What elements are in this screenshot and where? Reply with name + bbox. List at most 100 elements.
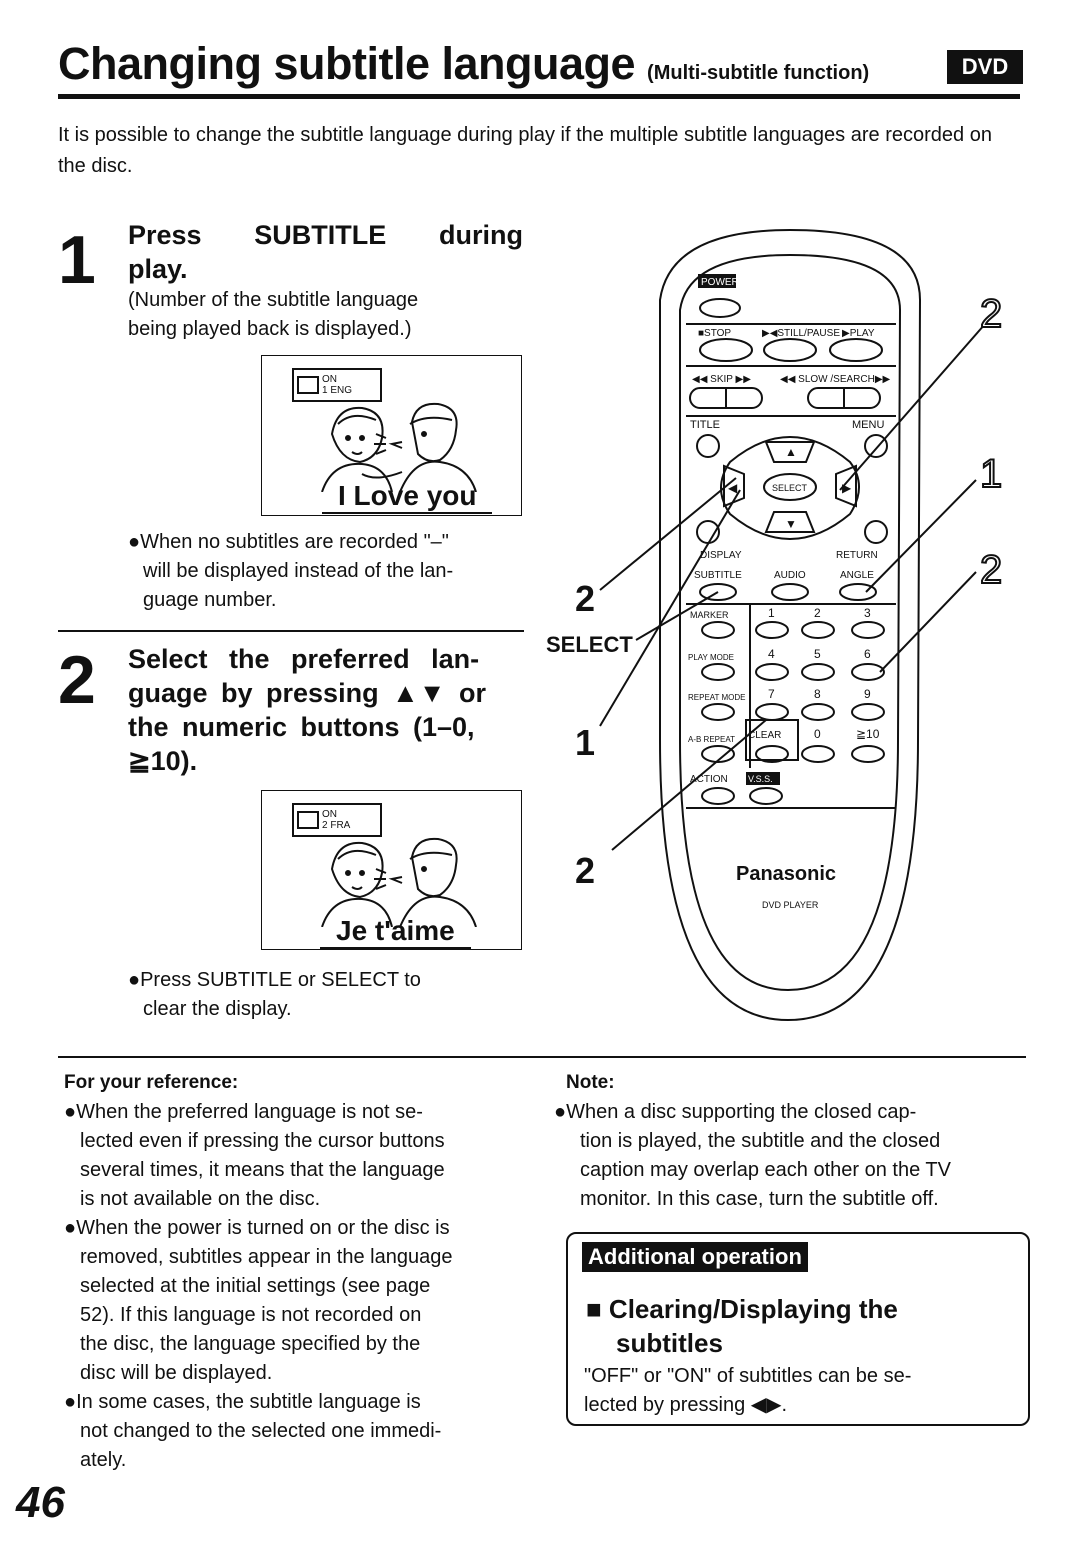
step1-bullet-line3: guage number. — [143, 589, 277, 611]
play-mode-label: PLAY MODE — [688, 653, 734, 662]
up-arrow-icon: ▲ — [785, 445, 797, 459]
step2-heading-line4: ≧10). — [128, 746, 198, 776]
couple-illustration-1 — [321, 402, 477, 492]
step2-heading-line2: guage by pressing ▲▼ or — [128, 678, 487, 708]
clear-label: CLEAR — [748, 730, 781, 741]
couple-illustration-2 — [321, 837, 477, 927]
remote-control-illustration: POWER ■STOP ▶◀STILL/PAUSE ▶PLAY ◀◀ SKIP … — [599, 228, 993, 1022]
reference-list: ●When the preferred language is not se- … — [64, 1098, 534, 1475]
right-arrow-icon: ▶ — [842, 481, 852, 495]
step1-bullet-line2: will be displayed instead of the lan- — [143, 560, 454, 582]
subtitle-caption-1: I Love you — [322, 480, 493, 514]
osd-on-2: ON — [322, 809, 337, 820]
osd-indicator-1: ON 1 ENG — [292, 368, 382, 402]
audio-label: AUDIO — [774, 570, 806, 581]
skip-label: ◀◀ SKIP ▶▶ — [692, 374, 751, 385]
slow-search-label: ◀◀ SLOW /SEARCH▶▶ — [780, 374, 891, 385]
key-0: 0 — [814, 727, 821, 741]
step2-number: 2 — [58, 642, 96, 718]
display-label: DISPLAY — [700, 550, 742, 561]
additional-operation-box — [566, 1232, 1030, 1426]
header-rule — [58, 94, 1020, 99]
bottom-divider — [58, 1056, 1026, 1058]
callout-1-right: 1 — [979, 451, 1003, 497]
power-label: POWER — [701, 277, 739, 288]
left-arrow-icon: ◀ — [728, 481, 738, 495]
action-label: ACTION — [690, 774, 728, 785]
subtitle-icon — [297, 811, 319, 829]
key-8: 8 — [814, 687, 821, 701]
key-10: ≧10 — [856, 727, 880, 741]
osd-indicator-2: ON 2 FRA — [292, 803, 382, 837]
reference-item-1: ●When the preferred language is not se- … — [64, 1101, 445, 1210]
marker-label: MARKER — [690, 610, 729, 620]
page-number: 46 — [16, 1478, 65, 1527]
callout-2-nav: 2 — [575, 578, 596, 619]
note-text: ●When a disc supporting the closed cap- … — [554, 1101, 951, 1210]
return-label: RETURN — [836, 550, 878, 561]
additional-operation-tag: Additional operation — [582, 1242, 808, 1272]
step1-note-line2: being played back is displayed.) — [128, 318, 412, 340]
callout-2-right: 2 — [979, 547, 1003, 593]
brand-logo: Panasonic — [736, 863, 836, 885]
additional-body: "OFF" or "ON" of subtitles can be se- le… — [584, 1365, 912, 1416]
step1-bullet-line1: ●When no subtitles are recorded "–" — [128, 531, 449, 553]
step2-bullet: ●Press SUBTITLE or SELECT to clear the d… — [128, 966, 528, 1024]
play-label: ▶PLAY — [842, 328, 875, 339]
subtitle-icon — [297, 376, 319, 394]
title-subtitle: (Multi-subtitle function) — [647, 62, 870, 84]
model-label: DVD PLAYER — [762, 900, 819, 910]
step1-heading: Press SUBTITLE during play. — [128, 218, 523, 286]
still-pause-label: ▶◀STILL/PAUSE — [762, 328, 840, 339]
step2-heading-line3: the numeric buttons (1–0, — [128, 712, 475, 742]
key-6: 6 — [864, 647, 871, 661]
subtitle-caption-2: Je t'aime — [320, 915, 471, 949]
menu-label: MENU — [852, 419, 884, 431]
key-5: 5 — [814, 647, 821, 661]
down-arrow-icon: ▼ — [785, 517, 797, 531]
key-7: 7 — [768, 687, 775, 701]
title-label: TITLE — [690, 419, 720, 431]
stop-label: ■STOP — [698, 328, 731, 339]
step2-bullet-line2: clear the display. — [143, 998, 292, 1020]
dvd-badge: DVD — [947, 50, 1023, 84]
select-button-label: SELECT — [772, 483, 808, 493]
additional-heading: ■ Clearing/Displaying the subtitles — [586, 1294, 898, 1358]
step1-number: 1 — [58, 222, 96, 298]
title-text: Changing subtitle language — [58, 38, 636, 89]
step1-note: (Number of the subtitle language being p… — [128, 286, 523, 344]
step2-bullet-line1: ●Press SUBTITLE or SELECT to — [128, 969, 421, 991]
key-1: 1 — [768, 606, 775, 620]
callout-1-left: 1 — [575, 722, 596, 763]
page-title: Changing subtitle language (Multi-subtit… — [58, 38, 869, 90]
step1-heading-line1-a: Press — [128, 220, 202, 250]
step1-note-line1: (Number of the subtitle language — [128, 289, 419, 311]
ab-repeat-label: A-B REPEAT — [688, 735, 735, 744]
vss-label: V.S.S. — [748, 774, 773, 784]
step-divider — [58, 630, 524, 632]
reference-item-3: ●In some cases, the subtitle language is… — [64, 1391, 442, 1471]
step2-heading-line1: Select the preferred lan- — [128, 644, 480, 674]
tv-screen-1: ON 1 ENG I Love you — [261, 355, 522, 516]
key-4: 4 — [768, 647, 775, 661]
step1-heading-line2: play. — [128, 254, 188, 284]
osd-lang-1: 1 ENG — [322, 385, 353, 396]
reference-item-2: ●When the power is turned on or the disc… — [64, 1217, 453, 1384]
note-heading: Note: — [566, 1072, 615, 1093]
key-9: 9 — [864, 687, 871, 701]
step1-bullet: ●When no subtitles are recorded "–" will… — [128, 528, 528, 615]
subtitle-label: SUBTITLE — [694, 570, 742, 581]
osd-on-1: ON — [322, 374, 337, 385]
intro-text: It is possible to change the subtitle la… — [58, 124, 992, 177]
tv-screen-2: ON 2 FRA Je t'aime — [261, 790, 522, 950]
step1-heading-line1-b: SUBTITLE — [254, 220, 387, 250]
angle-label: ANGLE — [840, 570, 874, 581]
reference-heading: For your reference: — [64, 1072, 239, 1093]
step2-heading: Select the preferred lan- guage by press… — [128, 642, 523, 778]
repeat-mode-label: REPEAT MODE — [688, 693, 746, 702]
callout-2-top-right: 2 — [979, 291, 1003, 337]
key-2: 2 — [814, 606, 821, 620]
callout-2-left: 2 — [575, 850, 596, 891]
osd-lang-2: 2 FRA — [322, 820, 351, 831]
step1-heading-line1-c: during — [439, 220, 523, 250]
